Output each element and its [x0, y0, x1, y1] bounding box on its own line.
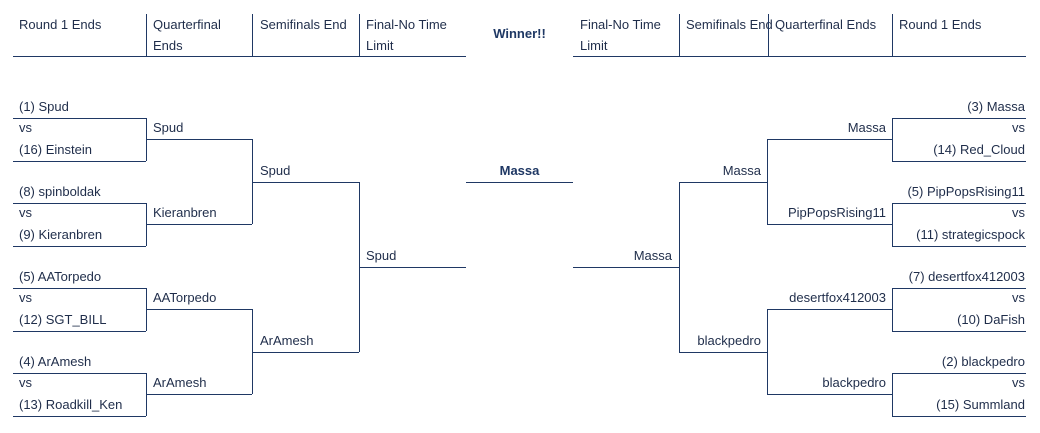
vs-label: vs	[1012, 290, 1025, 305]
player-slot: (5) PipPopsRising11	[907, 184, 1025, 199]
vs-label: vs	[19, 205, 32, 220]
header-right-final: Final-No Time Limit	[580, 17, 661, 53]
bracket-line	[767, 394, 892, 395]
player-slot: (10) DaFish	[957, 312, 1025, 327]
bracket-line	[892, 203, 1026, 204]
vs-label: vs	[19, 290, 32, 305]
champion-name: Massa	[499, 163, 540, 178]
header-left-quarterfinal: Quarterfinal Ends	[153, 17, 221, 53]
quarterfinal-winner: blackpedro	[822, 375, 886, 390]
quarterfinal-winner: PipPopsRising11	[787, 205, 886, 220]
header-divider	[252, 14, 253, 56]
player-slot: (11) strategicspock	[916, 227, 1025, 242]
header-left-round1: Round 1 Ends	[19, 17, 102, 32]
quarterfinal-winner: Kieranbren	[153, 205, 217, 220]
bracket-line	[892, 288, 1026, 289]
header-underline	[573, 56, 1026, 57]
bracket-line	[252, 139, 253, 224]
bracket-line	[13, 288, 146, 289]
vs-label: vs	[1012, 205, 1025, 220]
bracket-line	[767, 224, 892, 225]
semifinal-winner: blackpedro	[697, 333, 761, 348]
bracket-line	[573, 267, 679, 268]
quarterfinal-winner: Massa	[847, 120, 886, 135]
quarterfinal-winner: ArAmesh	[153, 375, 207, 390]
bracket-line	[892, 373, 893, 416]
player-slot: (12) SGT_BILL	[19, 312, 107, 327]
bracket-line	[13, 373, 146, 374]
player-slot: (1) Spud	[19, 99, 69, 114]
final-winner-left: Spud	[366, 248, 397, 263]
player-slot: (14) Red_Cloud	[933, 142, 1025, 157]
bracket-line	[892, 203, 893, 246]
player-slot: (3) Massa	[967, 99, 1025, 114]
bracket-line	[146, 394, 252, 395]
bracket-line	[146, 139, 252, 140]
header-divider	[768, 14, 769, 56]
player-slot: (2) blackpedro	[941, 354, 1025, 369]
bracket-line	[679, 182, 680, 352]
bracket-line	[892, 246, 1026, 247]
bracket-line	[892, 416, 1026, 417]
quarterfinal-winner: AATorpedo	[153, 290, 217, 305]
bracket-line	[892, 288, 893, 331]
quarterfinal-winner: Spud	[153, 120, 184, 135]
header-divider	[146, 14, 147, 56]
header-right-semifinal: Semifinals End	[686, 17, 773, 32]
winner-title: Winner!!	[493, 26, 546, 41]
player-slot: (9) Kieranbren	[19, 227, 103, 242]
player-slot: (16) Einstein	[19, 142, 92, 157]
semifinal-winner: Massa	[722, 163, 761, 178]
bracket-line	[767, 309, 892, 310]
semifinal-winner: Spud	[260, 163, 291, 178]
player-slot: (15) Summland	[936, 397, 1025, 412]
bracket-line	[13, 161, 146, 162]
vs-label: vs	[1012, 375, 1025, 390]
player-slot: (4) ArAmesh	[19, 354, 92, 369]
header-left-final: Final-No Time Limit	[366, 17, 447, 53]
vs-label: vs	[19, 375, 32, 390]
bracket-line	[13, 246, 146, 247]
bracket-line	[13, 331, 146, 332]
bracket-line	[767, 139, 768, 224]
champion-line	[466, 182, 573, 183]
vs-label: vs	[1012, 120, 1025, 135]
bracket-line	[359, 267, 466, 268]
header-underline	[13, 56, 466, 57]
header-divider	[359, 14, 360, 56]
final-winner-right: Massa	[633, 248, 672, 263]
bracket-line	[767, 139, 892, 140]
header-divider	[892, 14, 893, 56]
bracket-line	[252, 309, 253, 394]
bracket-line	[146, 224, 252, 225]
bracket-line	[679, 182, 767, 183]
header-right-round1: Round 1 Ends	[899, 17, 982, 32]
player-slot: (7) desertfox412003	[908, 269, 1025, 284]
bracket-line	[13, 118, 146, 119]
player-slot: (5) AATorpedo	[19, 269, 102, 284]
bracket-line	[892, 118, 893, 161]
bracket-line	[767, 309, 768, 394]
player-slot: (13) Roadkill_Ken	[19, 397, 123, 412]
quarterfinal-winner: desertfox412003	[789, 290, 886, 305]
vs-label: vs	[19, 120, 32, 135]
bracket-line	[892, 373, 1026, 374]
bracket-line	[146, 309, 252, 310]
bracket-line	[892, 118, 1026, 119]
bracket-line	[892, 161, 1026, 162]
player-slot: (8) spinboldak	[19, 184, 101, 199]
bracket-line	[13, 203, 146, 204]
bracket-line	[679, 352, 767, 353]
bracket-line	[892, 331, 1026, 332]
bracket-line	[13, 416, 146, 417]
bracket-line	[252, 352, 359, 353]
header-left-semifinal: Semifinals End	[260, 17, 347, 32]
semifinal-winner: ArAmesh	[260, 333, 314, 348]
bracket-line	[252, 182, 359, 183]
header-divider	[679, 14, 680, 56]
header-right-quarterfinal: Quarterfinal Ends	[775, 17, 877, 32]
